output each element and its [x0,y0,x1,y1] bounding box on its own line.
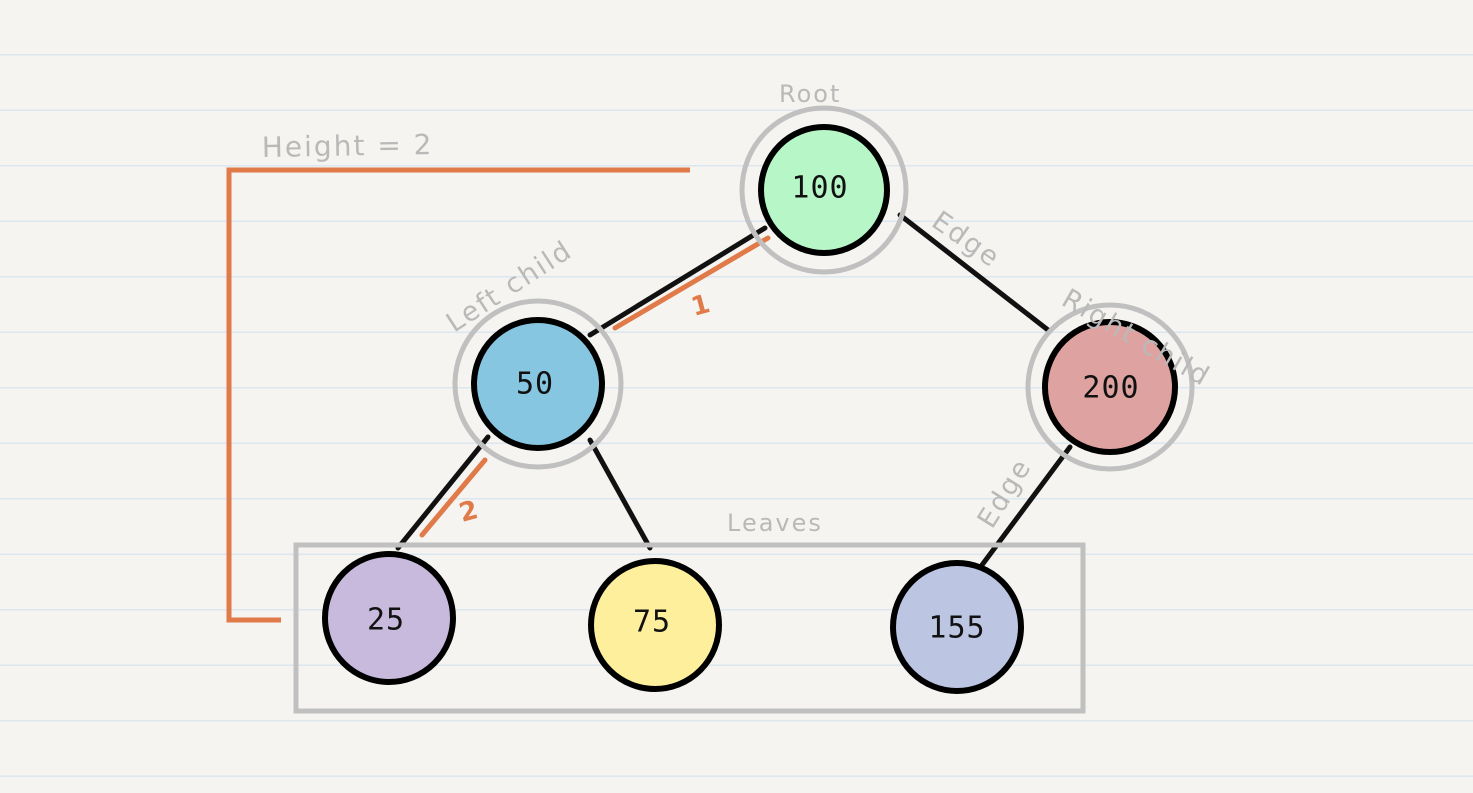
node-200-circle [1042,319,1178,455]
leaves-box [293,542,1086,714]
node-100: 100 [758,124,890,256]
node-100-circle [758,124,890,256]
height-step-2-label: 2 [456,495,481,529]
height-step-1-line [612,235,771,331]
height-bracket [226,167,690,623]
root-label: Root [779,80,841,108]
left-child-halo [452,298,624,470]
edge-100-200 [897,212,1051,333]
leaves-label: Leaves [727,509,823,537]
node-155-circle [890,560,1024,694]
edge-100-50 [587,225,768,338]
node-100-value: 100 [791,171,848,206]
node-200: 200 [1042,319,1178,455]
node-25-circle [322,551,456,685]
edge-label-bottom: Edge [972,453,1039,534]
height-marker [226,167,771,623]
node-75-value: 75 [633,605,671,640]
node-155-value: 155 [928,611,985,646]
node-75-circle [588,558,722,692]
edges [395,212,1073,568]
root-halo [739,105,909,275]
edge-50-25 [395,434,491,551]
height-step-2-line [419,457,488,538]
height-step-1-label: 1 [688,289,713,323]
node-50-value: 50 [516,367,554,402]
edge-50-75 [587,437,653,551]
node-50: 50 [471,317,605,451]
height-label: Height = 2 [262,128,434,164]
right-child-halo [1025,302,1195,472]
node-50-circle [471,317,605,451]
node-75: 75 [588,558,722,692]
halos [452,105,1195,472]
nodes: 100 50 200 25 75 155 [322,124,1178,694]
node-25: 25 [322,551,456,685]
node-25-value: 25 [367,603,405,638]
labels: Root Height = 2 Left child Edge Right ch… [262,80,1216,537]
node-200-value: 200 [1082,371,1139,406]
node-155: 155 [890,560,1024,694]
